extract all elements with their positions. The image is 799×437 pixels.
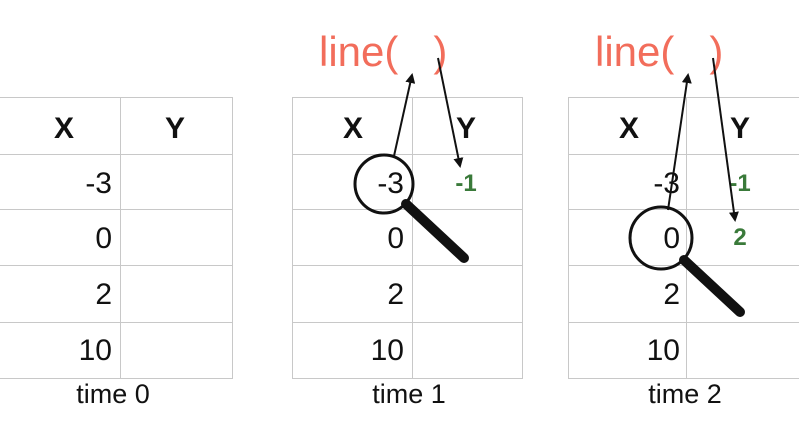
x-value: 10 <box>78 334 112 367</box>
row-divider <box>0 322 233 323</box>
row-divider <box>292 154 523 155</box>
column-divider <box>232 97 233 379</box>
row-divider <box>568 97 799 98</box>
y-output-value: 2 <box>733 224 747 251</box>
header-x: X <box>53 112 74 145</box>
x-value: -3 <box>85 167 112 200</box>
x-value: 2 <box>95 278 112 311</box>
column-divider <box>120 97 121 379</box>
row-divider <box>0 97 233 98</box>
row-divider <box>568 209 799 210</box>
panel-time-0: X Y -3 0 2 10 time 0 <box>0 0 240 437</box>
x-value: 2 <box>663 278 680 311</box>
x-value: 2 <box>387 278 404 311</box>
header-x: X <box>342 112 363 145</box>
column-divider <box>522 97 523 379</box>
row-divider <box>0 209 233 210</box>
header-y: Y <box>729 112 750 145</box>
x-value: 0 <box>663 222 680 255</box>
header-y: Y <box>455 112 476 145</box>
row-divider <box>292 378 523 379</box>
column-divider <box>292 97 293 379</box>
row-divider <box>0 378 233 379</box>
row-divider <box>568 154 799 155</box>
input-arrow <box>393 73 416 157</box>
x-value: -3 <box>653 167 680 200</box>
panel-time-1: X Y -3 0 2 10 -1 time 1 line( ) <box>292 0 532 437</box>
header-x: X <box>618 112 639 145</box>
row-divider <box>0 154 233 155</box>
x-value: 0 <box>95 222 112 255</box>
table-grid <box>0 97 240 379</box>
row-divider <box>292 265 523 266</box>
function-name: line( <box>319 28 399 75</box>
y-output-value: -1 <box>729 170 751 197</box>
x-value: 10 <box>646 334 680 367</box>
row-divider <box>568 378 799 379</box>
x-value: 0 <box>387 222 404 255</box>
caption: time 2 <box>648 379 722 409</box>
caption: time 0 <box>76 379 150 409</box>
column-divider <box>412 97 413 379</box>
input-arrow <box>667 73 692 211</box>
row-divider <box>0 265 233 266</box>
output-arrow <box>437 57 464 168</box>
function-name: line( <box>595 28 675 75</box>
row-divider <box>568 322 799 323</box>
row-divider <box>292 322 523 323</box>
header-y: Y <box>164 112 185 145</box>
x-value: -3 <box>377 167 404 200</box>
y-output-value: -1 <box>455 170 477 197</box>
magnifier-icon <box>353 153 469 263</box>
caption: time 1 <box>372 379 446 409</box>
column-divider <box>568 97 569 379</box>
magnifier-icon <box>628 205 745 317</box>
panel-time-2: X Y -3 0 2 10 -1 2 time 2 line( ) <box>568 0 799 437</box>
output-arrow <box>712 57 739 222</box>
function-call-label: line( ) <box>319 28 447 76</box>
function-close-paren: ) <box>433 28 448 75</box>
x-value: 10 <box>370 334 404 367</box>
column-divider <box>686 97 687 379</box>
